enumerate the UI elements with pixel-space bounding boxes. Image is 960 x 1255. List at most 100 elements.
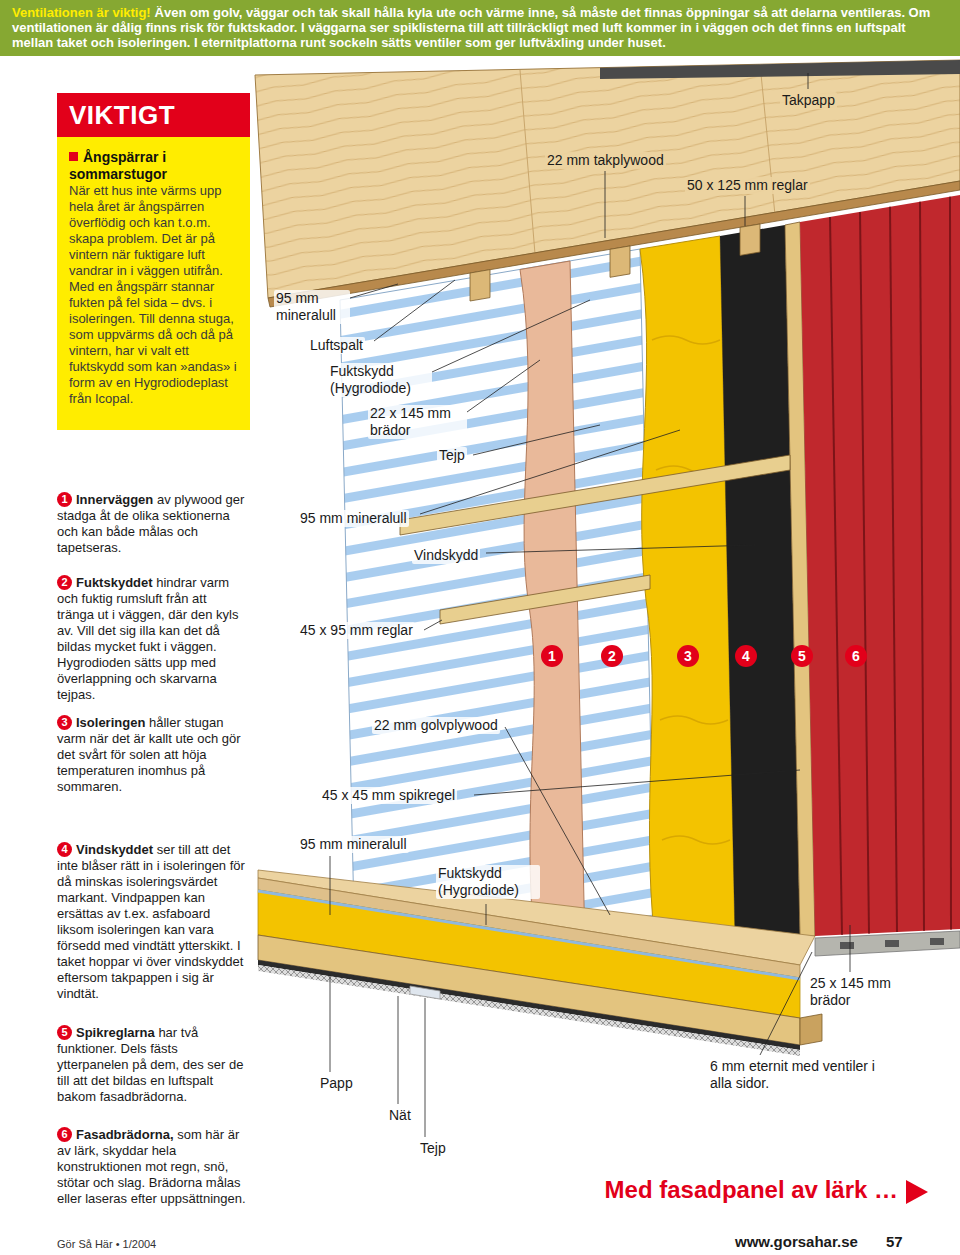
callout-number: 5 — [57, 1025, 72, 1040]
rafter — [740, 224, 760, 255]
callout-number: 1 — [57, 492, 72, 507]
intro-band: Ventilationen är viktig!Även om golv, vä… — [0, 0, 960, 56]
leader-line — [486, 904, 487, 925]
callout-number: 2 — [601, 645, 623, 667]
note-title: Ångspärrar i sommarstugor — [69, 149, 241, 183]
insulation-texture — [660, 716, 728, 724]
note-text: När ett hus inte värms upp hela året är … — [69, 183, 241, 407]
lead-text: Ventilationen är viktig! — [12, 5, 151, 20]
eternit-panel — [815, 931, 960, 956]
part-label: Papp — [318, 1075, 355, 1092]
callout-number: 1 — [541, 645, 563, 667]
part-label: Fuktskydd (Hygrodiode) — [328, 363, 432, 397]
callout-number: 2 — [57, 575, 72, 590]
roofing-felt — [600, 60, 960, 79]
leader-line — [760, 952, 812, 1055]
leader-line — [473, 425, 600, 455]
note-box: VIKTIGTÅngspärrar i sommarstugorNär ett … — [57, 93, 250, 430]
callout-text: ser till att det inte blåser rätt in i i… — [57, 842, 245, 1001]
part-label: 95 mm mineralull — [274, 290, 350, 324]
vent — [885, 940, 899, 947]
callout-item: 6Fasadbrädorna,som här är av lärk, skydd… — [57, 1127, 247, 1207]
leader-line — [330, 975, 331, 1072]
part-label: Tejp — [418, 1140, 448, 1157]
stud — [440, 575, 650, 624]
box-body: Ångspärrar i sommarstugorNär ett hus int… — [57, 137, 250, 430]
leader-line — [420, 430, 680, 514]
part-label: 22 x 145 mm brädor — [368, 405, 467, 439]
leader-line — [474, 770, 800, 795]
part-label: Fuktskydd (Hygrodiode) — [436, 865, 540, 899]
board-seam — [830, 217, 842, 935]
part-label: Takpapp — [780, 92, 837, 109]
callout-number: 6 — [57, 1127, 72, 1142]
callout-item: 2Fuktskyddethindrar varm och fuktig rums… — [57, 575, 247, 703]
callout-number: 6 — [845, 645, 867, 667]
leader-line — [745, 196, 746, 226]
part-label: 22 mm takplywood — [545, 152, 666, 169]
insulation — [640, 236, 735, 944]
callout-number: 3 — [677, 645, 699, 667]
callout-term: Fasadbrädorna, — [76, 1127, 174, 1142]
part-label: Nät — [387, 1107, 413, 1124]
callout-number: 4 — [735, 645, 757, 667]
leader-line — [398, 996, 399, 1104]
part-label: 45 x 45 mm spikregel — [320, 787, 457, 804]
callout-item: 1Innerväggenav plywood ger stadga åt de … — [57, 492, 247, 556]
callout-item: 3Isoleringenhåller stugan varm när det ä… — [57, 715, 247, 795]
callout-number: 4 — [57, 842, 72, 857]
vent — [840, 942, 854, 949]
leader-line — [850, 925, 851, 972]
floor-mesh — [258, 965, 800, 1056]
page-number: 57 — [886, 1233, 903, 1251]
leader-line — [424, 620, 442, 630]
part-label: Vindskydd — [412, 547, 480, 564]
footer-text: Gör Så Här • 1/2004 — [57, 1238, 156, 1251]
part-label: 25 x 145 mm brädor — [808, 975, 907, 1009]
part-label: 6 mm eternit med ventiler i alla sidor. — [708, 1058, 897, 1092]
leader-line — [350, 284, 398, 298]
board-seam — [950, 197, 951, 930]
callout-text: hindrar varm och fuktig rumsluft från at… — [57, 575, 238, 702]
callout-number: 3 — [57, 715, 72, 730]
tape — [410, 986, 440, 999]
part-label: Luftspalt — [308, 337, 365, 354]
vent — [930, 938, 944, 945]
callout-term: Isoleringen — [76, 715, 145, 730]
leader-lines — [330, 73, 850, 1137]
note-heading: VIKTIGT — [57, 93, 250, 137]
rafter — [470, 270, 490, 301]
leader-line — [605, 171, 606, 238]
leader-line — [425, 998, 426, 1137]
board-seam — [920, 202, 924, 931]
leader-line — [330, 856, 331, 915]
callout-item: 5Spikreglarnahar två funktioner. Dels fä… — [57, 1025, 247, 1105]
leader-line — [486, 545, 755, 553]
leader-line — [808, 73, 809, 89]
leader-line — [374, 280, 455, 341]
callout-term: Vindskyddet — [76, 842, 153, 857]
callout-item: 4 Vindskyddetser till att det inte blåser… — [57, 842, 247, 1002]
teaser-arrow — [906, 1180, 928, 1204]
leader-line — [432, 300, 590, 372]
facade-boards — [800, 195, 960, 936]
part-label: 95 mm mineralull — [298, 510, 409, 527]
part-label: 50 x 125 mm reglar — [685, 177, 810, 194]
insulation-texture — [652, 336, 720, 344]
joist-end — [800, 1014, 822, 1045]
floor-paper — [258, 960, 800, 1050]
callout-number: 5 — [791, 645, 813, 667]
roof-seam — [520, 70, 535, 254]
part-label: Tejp — [437, 447, 467, 464]
stud — [400, 455, 790, 535]
board-seam — [860, 212, 869, 934]
floor-joist — [258, 935, 800, 1045]
insulation-texture — [662, 836, 730, 844]
callout-term: Spikreglarna — [76, 1025, 155, 1040]
rafter — [610, 246, 630, 277]
leader-line — [467, 360, 540, 412]
callout-term: Innerväggen — [76, 492, 153, 507]
board-seam — [890, 207, 897, 932]
part-label: 45 x 95 mm reglar — [298, 622, 415, 639]
